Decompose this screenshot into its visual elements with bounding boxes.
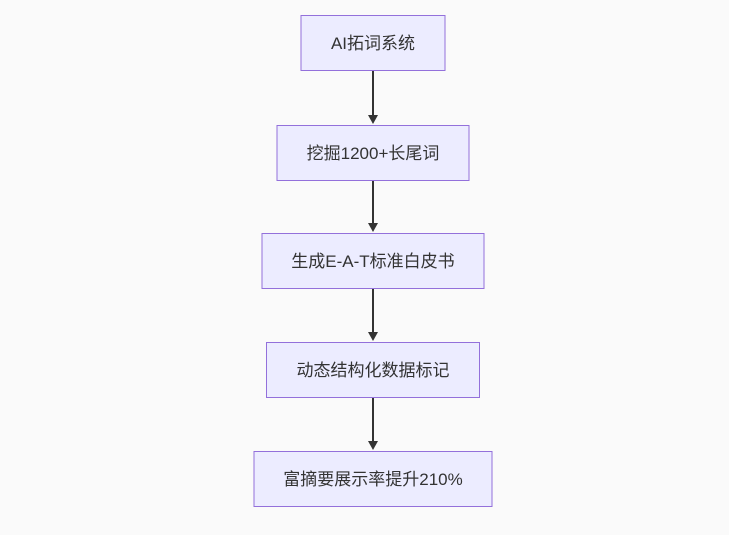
flow-node-longtail-mining: 挖掘1200+长尾词 bbox=[276, 125, 470, 181]
flow-arrow-2 bbox=[368, 181, 378, 232]
flow-arrow-1 bbox=[368, 71, 378, 124]
flow-node-structured-data-markup: 动态结构化数据标记 bbox=[266, 342, 480, 398]
flow-node-label: 动态结构化数据标记 bbox=[296, 360, 450, 380]
flow-node-label: 挖掘1200+长尾词 bbox=[306, 143, 440, 163]
flow-node-ai-keyword-system: AI拓词系统 bbox=[300, 15, 446, 71]
arrow-down-icon bbox=[368, 223, 378, 232]
flow-node-label: 生成E-A-T标准白皮书 bbox=[291, 251, 455, 271]
flow-arrow-3 bbox=[368, 289, 378, 341]
flow-node-label: 富摘要展示率提升210% bbox=[283, 469, 463, 489]
flow-node-rich-snippet-uplift: 富摘要展示率提升210% bbox=[253, 451, 493, 507]
arrow-shaft bbox=[372, 181, 374, 223]
flow-node-label: AI拓词系统 bbox=[330, 33, 416, 53]
arrow-shaft bbox=[372, 398, 374, 441]
arrow-shaft bbox=[372, 71, 374, 115]
flow-arrow-4 bbox=[368, 398, 378, 450]
arrow-shaft bbox=[372, 289, 374, 332]
arrow-down-icon bbox=[368, 332, 378, 341]
arrow-down-icon bbox=[368, 441, 378, 450]
arrow-down-icon bbox=[368, 115, 378, 124]
flow-node-eat-whitepaper: 生成E-A-T标准白皮书 bbox=[261, 233, 485, 289]
